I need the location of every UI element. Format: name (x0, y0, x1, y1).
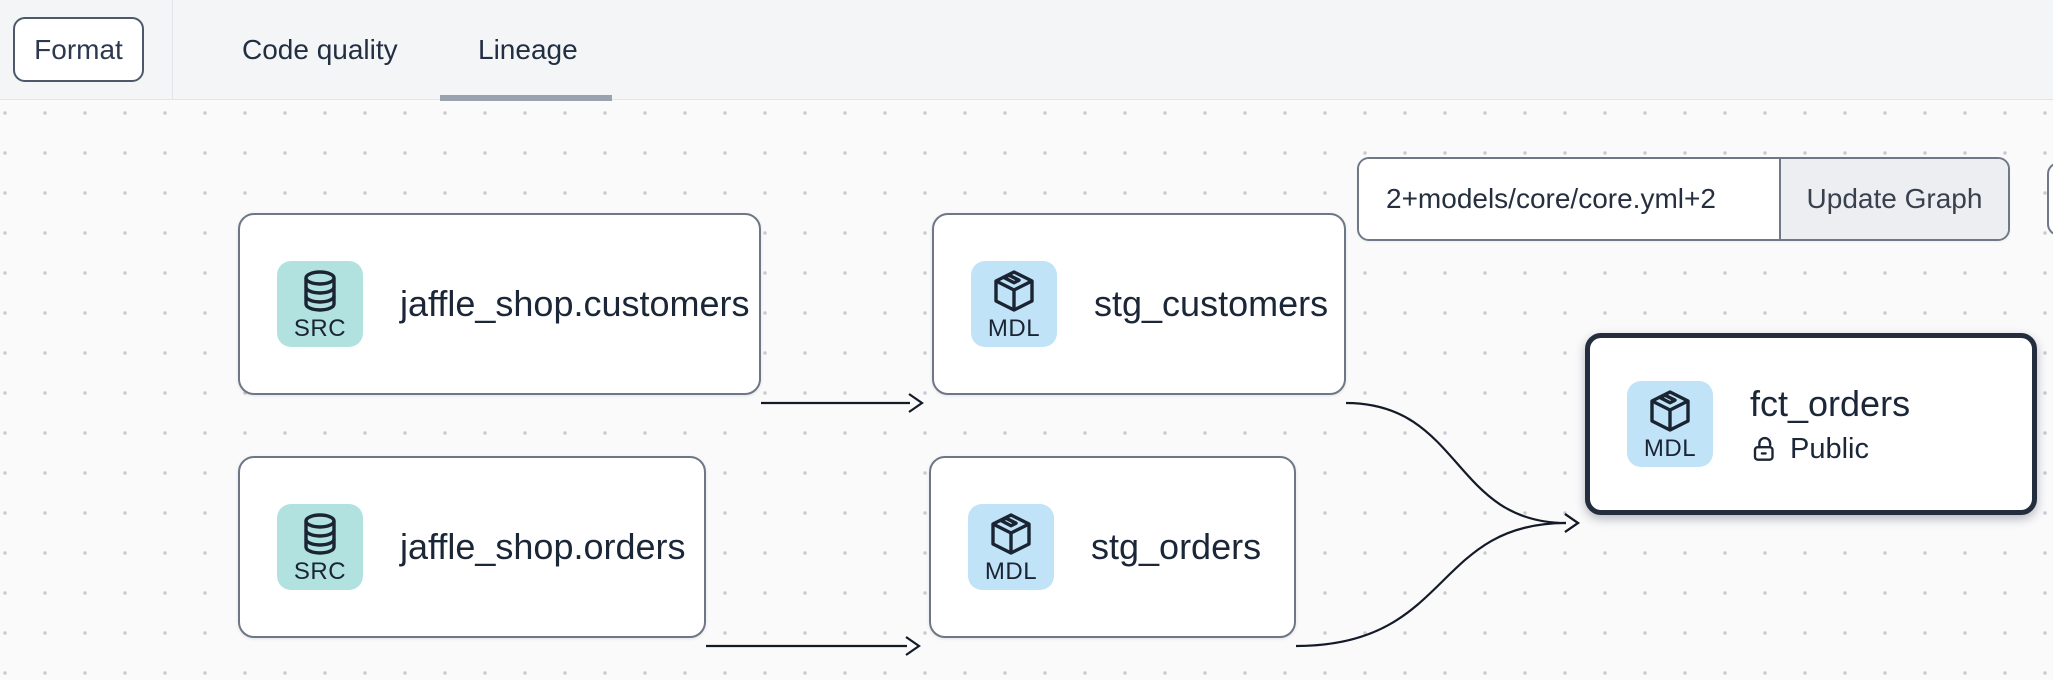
selector-input[interactable] (1359, 159, 1779, 239)
cube-icon (1650, 390, 1690, 432)
node-kind-label: SRC (293, 558, 347, 585)
edge-model-stg-orders-to-model-fct-orders (1295, 521, 1567, 648)
format-button[interactable]: Format (13, 17, 144, 82)
lock-open-icon (1753, 436, 1774, 461)
node-label: fct_orders (1750, 382, 1911, 424)
node-model-stg-customers[interactable]: MDL stg_customers (932, 213, 1346, 395)
edge-arrowhead (1564, 513, 1580, 533)
node-label: stg_orders (1091, 526, 1262, 567)
node-label: jaffle_shop.orders (400, 526, 686, 567)
node-kind-label: MDL (1643, 435, 1697, 462)
node-src-jaffle-shop-orders[interactable]: SRC jaffle_shop.orders (238, 456, 706, 638)
node-kind-label: MDL (984, 558, 1038, 585)
node-src-jaffle-shop-customers[interactable]: SRC jaffle_shop.customers (238, 213, 761, 395)
header-bar: Format Code quality Lineage (0, 0, 2053, 100)
database-icon (304, 270, 336, 312)
src-type-icon: SRC (277, 261, 363, 347)
edge-arrowhead (905, 636, 921, 656)
edge-model-stg-customers-to-model-fct-orders (1345, 401, 1567, 525)
node-kind-label: SRC (293, 315, 347, 342)
tab-code-quality[interactable]: Code quality (242, 33, 398, 65)
model-selector-group: Update Graph (1357, 157, 2010, 241)
partial-right-control[interactable] (2047, 162, 2053, 236)
header-separator (172, 0, 173, 99)
mdl-type-icon: MDL (968, 504, 1054, 590)
mdl-type-icon: MDL (1627, 381, 1713, 467)
mdl-type-icon: MDL (971, 261, 1057, 347)
cube-icon (994, 270, 1034, 312)
node-kind-label: MDL (987, 315, 1041, 342)
database-icon (304, 513, 336, 555)
active-tab-underline (440, 95, 612, 101)
edge-arrowhead (1564, 513, 1580, 533)
cube-icon (991, 513, 1031, 555)
update-graph-button[interactable]: Update Graph (1779, 159, 2008, 239)
tab-lineage[interactable]: Lineage (478, 33, 578, 65)
node-label: stg_customers (1094, 283, 1329, 324)
node-access-badge: Public (1750, 433, 1910, 466)
access-label: Public (1790, 432, 1869, 465)
node-label: jaffle_shop.customers (400, 283, 750, 324)
src-type-icon: SRC (277, 504, 363, 590)
edge-arrowhead (908, 393, 924, 413)
node-model-stg-orders[interactable]: MDL stg_orders (929, 456, 1296, 638)
